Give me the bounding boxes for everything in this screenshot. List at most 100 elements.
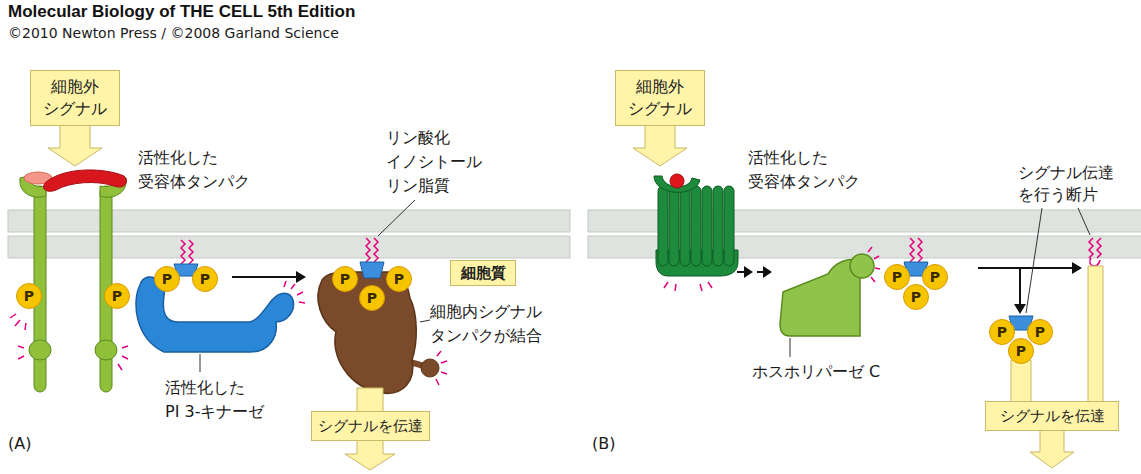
activity-ticks <box>664 282 712 291</box>
copyright-note: ©2010 Newton Press / ©2008 Garland Scien… <box>8 24 339 42</box>
receptor-helix <box>702 186 712 266</box>
ligand <box>44 170 127 191</box>
node-text: P <box>911 289 921 305</box>
figure-title: Molecular Biology of THE CELL 5th Editio… <box>8 2 355 22</box>
phosphate-circle: P <box>192 266 218 292</box>
protein-knob <box>421 359 439 377</box>
node-text: 細胞外 シグナル <box>43 76 107 120</box>
inositol-head <box>360 262 384 278</box>
arrow-head <box>1072 262 1082 274</box>
arrow-head <box>744 266 753 278</box>
phosphate-circle: P <box>332 266 358 292</box>
callout-label: 細胞内シグナル タンパクが結合 <box>430 300 542 348</box>
node-text: P <box>367 290 377 306</box>
node-text: シグナルを伝達 <box>1000 405 1105 427</box>
node-text: P <box>1035 324 1045 340</box>
signal-arrow <box>1011 360 1031 405</box>
lipid-tail <box>918 238 922 262</box>
node-text: P <box>24 288 34 304</box>
node-text: P <box>1016 343 1026 359</box>
leader-line <box>1026 208 1042 313</box>
output-box: シグナルを伝達 <box>985 401 1119 431</box>
leader-line <box>1078 208 1090 235</box>
compartment-tag: 細胞質 <box>450 260 516 286</box>
phosphate-circle: P <box>922 264 948 290</box>
phosphate-circle: P <box>903 284 929 310</box>
receptor-helix <box>713 186 723 266</box>
callout-label: 活性化した PI 3-キナーゼ <box>165 376 264 424</box>
node-text: P <box>112 288 122 304</box>
cleavage-arrow <box>1019 268 1021 305</box>
receptor-knob <box>95 340 117 360</box>
signal-box: 細胞外 シグナル <box>615 70 705 126</box>
callout-label: リン酸化 イノシトール リン脂質 <box>386 126 482 198</box>
reaction-arrow <box>232 276 297 278</box>
enzyme-knob <box>850 254 874 278</box>
relay-arrow <box>757 271 764 273</box>
panel-letter: (A) <box>8 432 31 456</box>
activity-ticks <box>868 247 880 282</box>
phosphate-circle: P <box>16 283 42 309</box>
panel-letter: (B) <box>592 432 615 456</box>
signal-arrow <box>345 437 395 470</box>
node-text: 細胞外 シグナル <box>628 76 692 120</box>
ligand <box>670 174 684 188</box>
phosphate-circle: P <box>1008 338 1034 364</box>
arrow-head <box>296 271 306 283</box>
lipid-tail <box>374 238 378 262</box>
lipid-tail <box>366 238 370 262</box>
leader-line <box>200 354 201 372</box>
phosphate-circle: P <box>1027 319 1053 345</box>
activity-ticks <box>436 351 447 385</box>
phospholipase-c <box>780 260 860 336</box>
node-text: P <box>200 271 210 287</box>
receptor-helix <box>680 186 690 266</box>
callout-label: ホスホリパーゼ C <box>752 360 880 384</box>
membrane-leaflet <box>8 236 570 258</box>
leader-line <box>790 338 791 357</box>
receptor-helix <box>669 186 679 266</box>
signal-arrow <box>633 120 687 166</box>
lipid-tail <box>1089 238 1093 258</box>
callout-label: 活性化した 受容体タンパク <box>748 146 860 194</box>
leader-line <box>378 200 415 236</box>
lipid-tail <box>189 240 193 264</box>
output-box: シグナルを伝達 <box>311 411 430 441</box>
phosphate-circle: P <box>884 264 910 290</box>
callout-label: シグナル伝達 を行う断片 <box>1018 162 1114 206</box>
activity-ticks <box>284 281 305 303</box>
membrane-leaflet <box>8 210 570 232</box>
node-text: 細胞質 <box>461 262 506 284</box>
receptor-helix <box>658 186 668 266</box>
phosphate-circle: P <box>154 266 180 292</box>
phosphate-circle: P <box>386 266 412 292</box>
signal-arrow <box>1088 266 1103 405</box>
node-text: P <box>892 269 902 285</box>
receptor-helix <box>724 186 734 266</box>
relay-arrow <box>737 271 745 273</box>
signal-box: 細胞外 シグナル <box>30 70 120 126</box>
phosphate-circle: P <box>359 285 385 311</box>
arrow-head <box>763 266 772 278</box>
node-text: P <box>340 271 350 287</box>
lipid-tail <box>910 238 914 262</box>
cleavage-arrow <box>978 267 1073 269</box>
node-text: P <box>930 269 940 285</box>
lipid-tail <box>1097 238 1101 258</box>
receptor-knob <box>29 340 51 360</box>
signal-arrow <box>1030 427 1074 468</box>
callout-label: 活性化した 受容体タンパク <box>138 146 250 194</box>
node-text: シグナルを伝達 <box>318 415 423 437</box>
lipid-tail <box>181 240 185 264</box>
fragment-curl <box>1090 258 1100 266</box>
node-text: P <box>394 271 404 287</box>
receptor-helix <box>691 186 701 266</box>
node-text: P <box>162 271 172 287</box>
activity-ticks <box>10 314 128 370</box>
leader-line <box>420 320 430 322</box>
arrow-head <box>1014 304 1026 314</box>
signal-arrow <box>48 120 102 166</box>
phosphate-circle: P <box>104 283 130 309</box>
